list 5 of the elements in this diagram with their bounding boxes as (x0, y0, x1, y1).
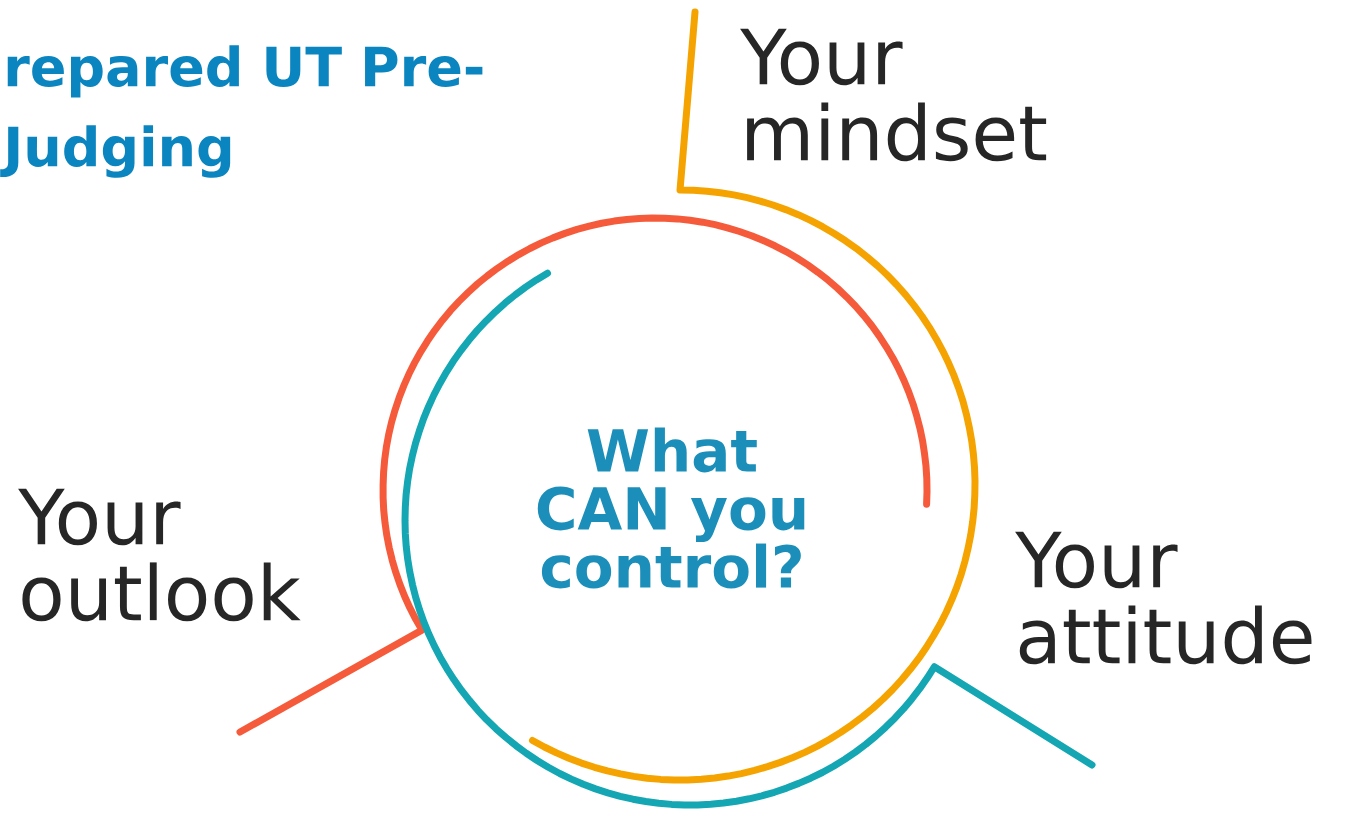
heading: repared UT Pre-Judging (0, 45, 483, 178)
center-question: What CAN you control? (537, 427, 805, 589)
label-text: Your mindset (740, 28, 1047, 162)
label-text: Your outlook (18, 488, 301, 622)
label-text: Your attitude (1015, 531, 1312, 665)
